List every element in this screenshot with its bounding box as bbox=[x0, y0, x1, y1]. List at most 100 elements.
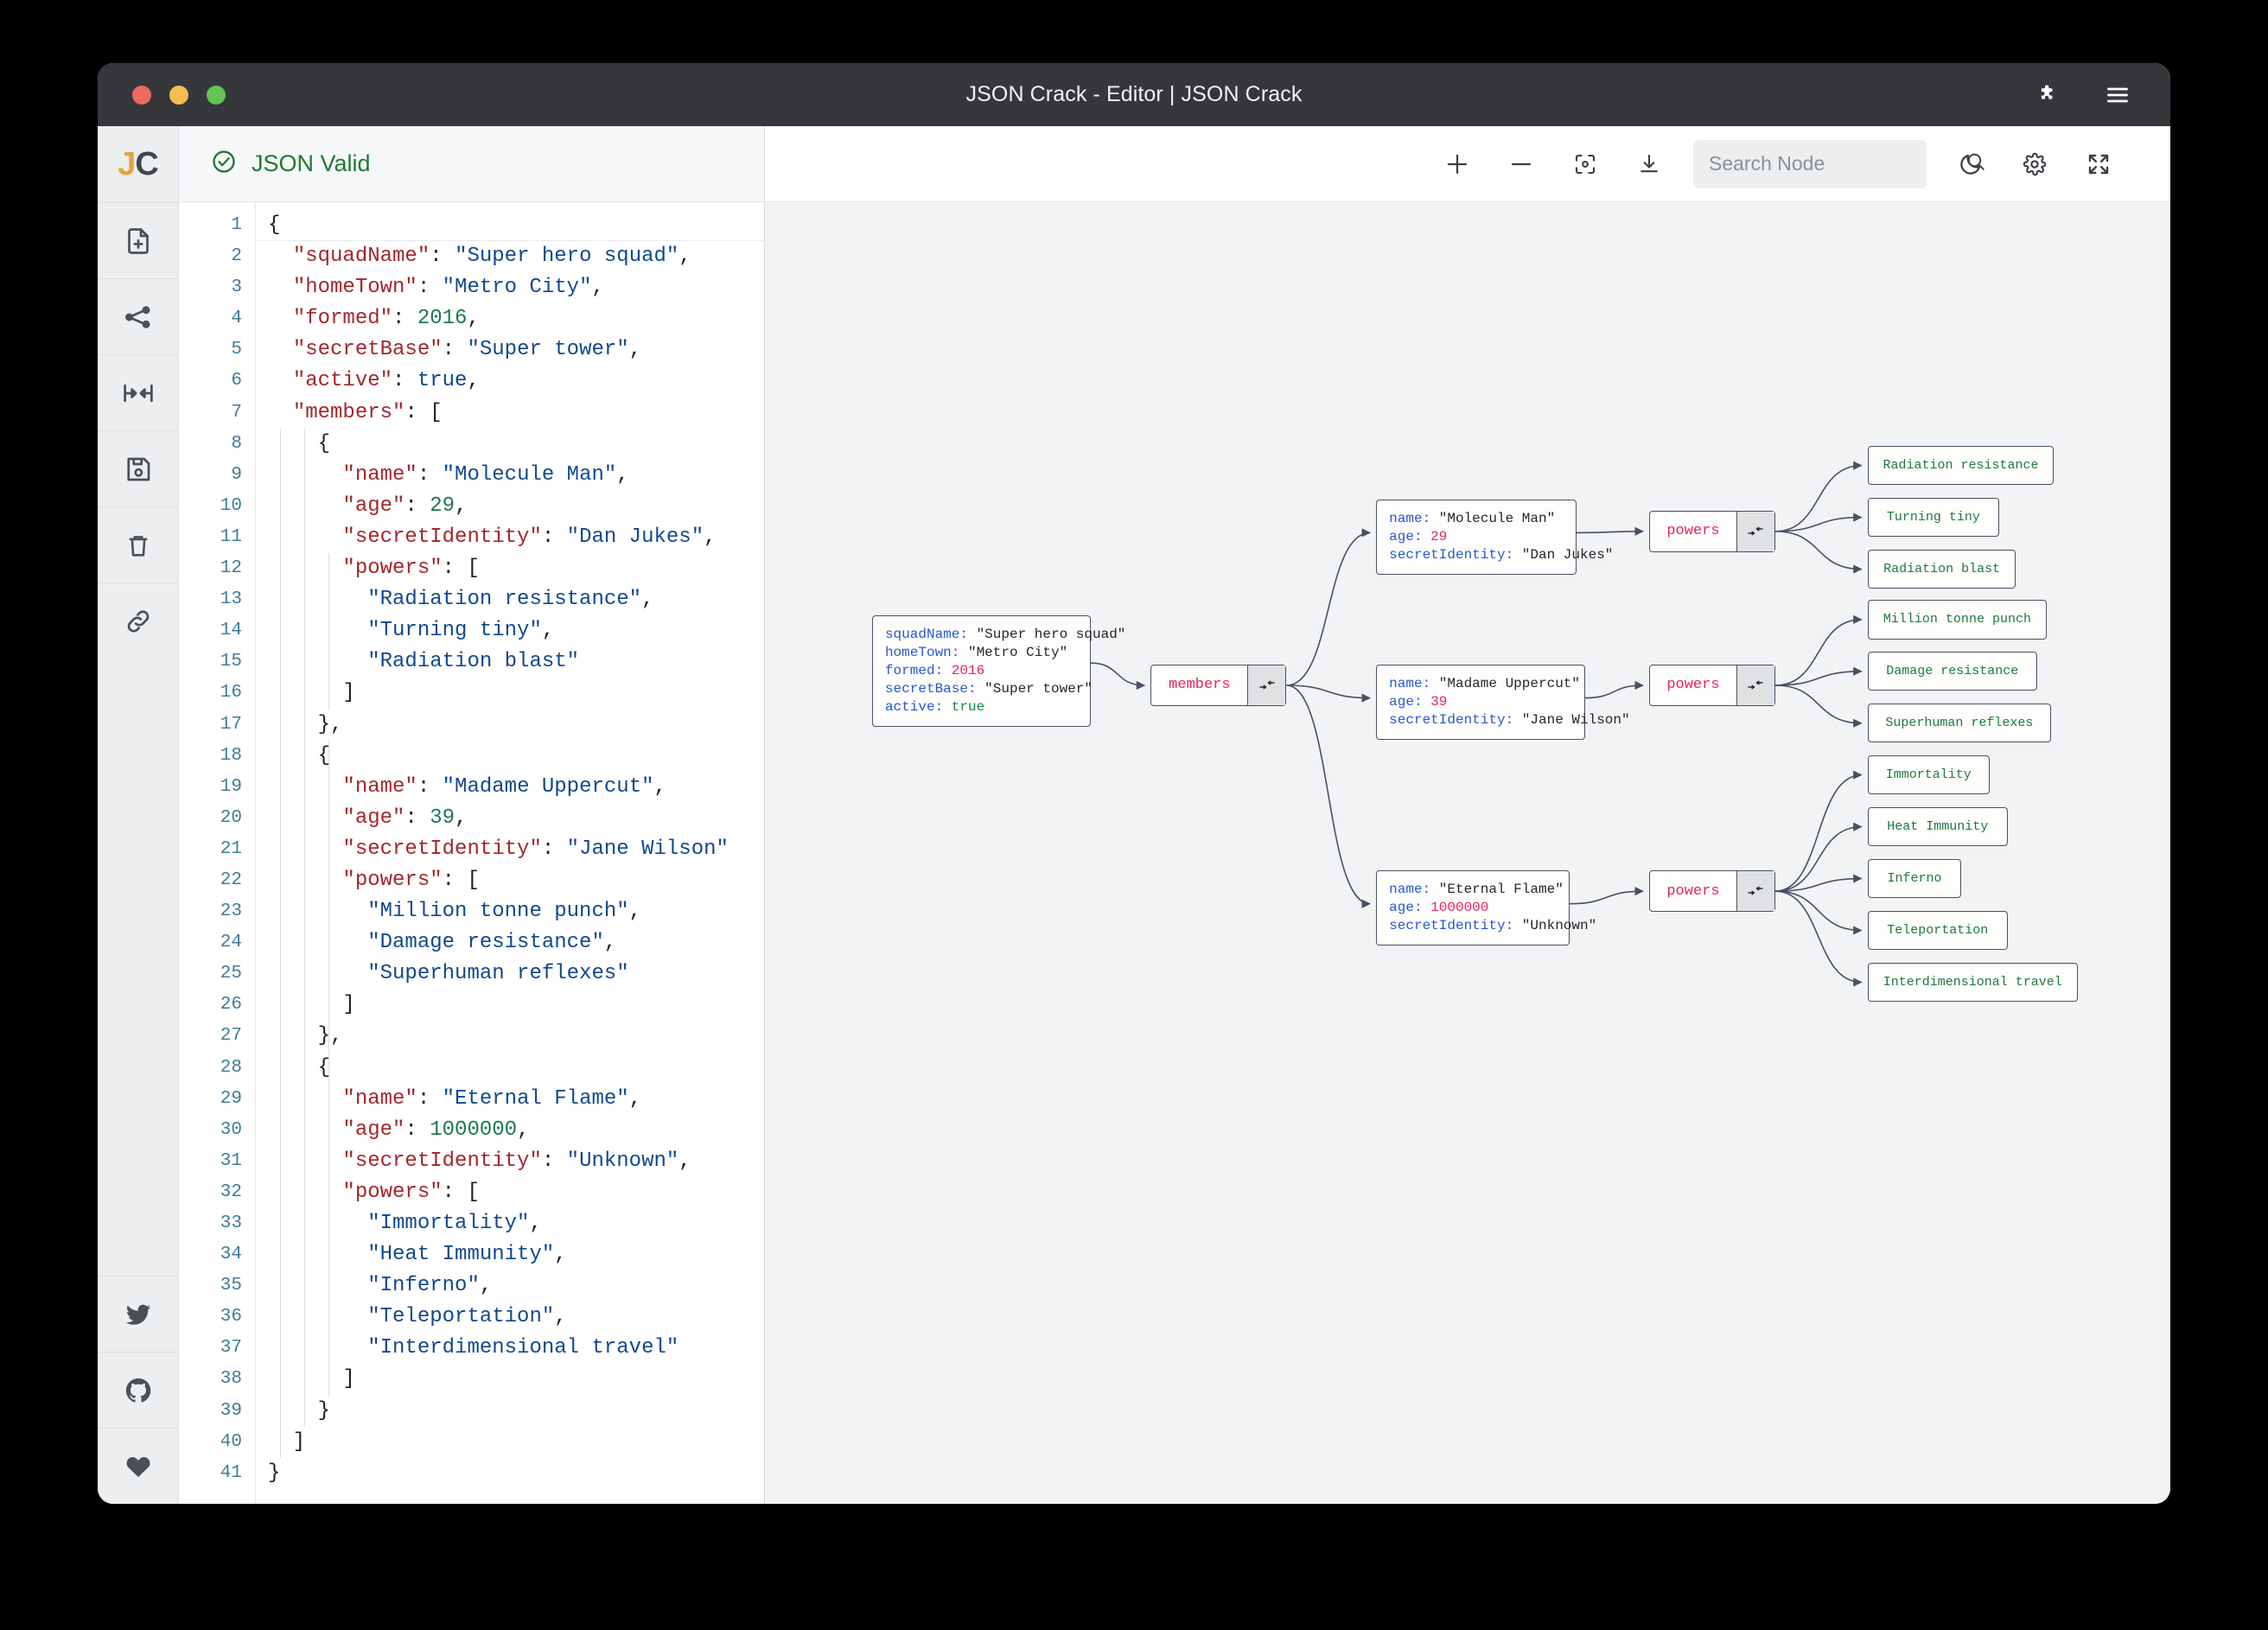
graph-canvas[interactable]: squadName: "Super hero squad"homeTown: "… bbox=[765, 202, 2170, 1504]
graph-node-key: age: bbox=[1389, 528, 1431, 544]
graph-edge bbox=[1774, 614, 1863, 686]
search-node-box[interactable] bbox=[1693, 139, 1984, 188]
graph-edge bbox=[1569, 887, 1644, 905]
graph-node-parent[interactable]: members bbox=[1150, 664, 1287, 707]
graph-node-value: "Unknown" bbox=[1521, 917, 1597, 933]
line-number: 1 bbox=[231, 215, 242, 235]
graph-edge bbox=[1286, 684, 1371, 703]
graph-node-leaf[interactable]: Heat Immunity bbox=[1867, 806, 2008, 847]
download-icon[interactable] bbox=[1617, 132, 1681, 196]
graph-node-leaf[interactable]: Turning tiny bbox=[1867, 497, 2000, 538]
graph-edge bbox=[1584, 680, 1644, 699]
share-graph-icon[interactable] bbox=[98, 278, 178, 354]
code-line: "squadName": "Super hero squad", bbox=[292, 245, 691, 269]
graph-node-leaf[interactable]: Damage resistance bbox=[1867, 652, 2037, 691]
graph-node-key: age: bbox=[1389, 693, 1431, 710]
line-number: 37 bbox=[220, 1338, 242, 1359]
code-line: "age": 29, bbox=[342, 493, 468, 518]
fullscreen-icon[interactable] bbox=[2067, 132, 2131, 196]
github-icon[interactable] bbox=[98, 1352, 178, 1428]
code-line: "secretBase": "Super tower", bbox=[292, 338, 642, 362]
code-line: "Million tonne punch", bbox=[367, 900, 642, 924]
graph-node-key: secretBase: bbox=[884, 681, 985, 697]
graph-node-leaf[interactable]: Inferno bbox=[1867, 858, 1962, 899]
search-input[interactable] bbox=[1709, 152, 1965, 175]
graph-node-value: "Super hero squad" bbox=[976, 627, 1126, 642]
code-line: "Teleportation", bbox=[367, 1305, 567, 1329]
line-number: 7 bbox=[231, 402, 242, 423]
code-line: }, bbox=[268, 712, 343, 736]
line-number: 40 bbox=[220, 1431, 242, 1452]
graph-node-parent[interactable]: powers bbox=[1649, 664, 1775, 707]
new-file-icon[interactable] bbox=[98, 202, 178, 278]
graph-node-parent[interactable]: powers bbox=[1649, 510, 1775, 553]
delete-icon[interactable] bbox=[98, 506, 178, 583]
graph-node-row: secretIdentity: "Jane Wilson" bbox=[1389, 711, 1629, 729]
indent-guide bbox=[328, 553, 329, 710]
maximize-button[interactable] bbox=[207, 85, 226, 105]
graph-node-row: secretIdentity: "Unknown" bbox=[1389, 917, 1596, 935]
graph-node-object[interactable]: squadName: "Super hero squad"homeTown: "… bbox=[871, 615, 1125, 727]
collapse-node-icon[interactable] bbox=[1247, 665, 1286, 706]
graph-edge bbox=[1286, 684, 1371, 908]
code-line: "secretIdentity": "Jane Wilson" bbox=[342, 837, 729, 861]
graph-node-leaf[interactable]: Interdimensional travel bbox=[1867, 962, 2078, 1003]
graph-node-leaf[interactable]: Teleportation bbox=[1867, 910, 2008, 951]
graph-node-key: name: bbox=[1389, 881, 1439, 897]
graph-node-row: name: "Eternal Flame" bbox=[1389, 881, 1564, 899]
heart-icon[interactable] bbox=[98, 1428, 178, 1504]
graph-node-value: "Molecule Man" bbox=[1438, 510, 1556, 526]
graph-node-value: 2016 bbox=[951, 663, 985, 678]
graph-node-row: name: "Molecule Man" bbox=[1389, 510, 1564, 528]
line-number: 35 bbox=[220, 1276, 242, 1296]
graph-node-leaf[interactable]: Million tonne punch bbox=[1867, 600, 2048, 640]
link-icon[interactable] bbox=[98, 583, 178, 659]
code-line: "name": "Molecule Man", bbox=[342, 462, 629, 487]
indent-guide bbox=[304, 428, 305, 1427]
json-status-label: JSON Valid bbox=[252, 150, 371, 176]
puzzle-icon[interactable] bbox=[2035, 82, 2061, 108]
twitter-icon[interactable] bbox=[98, 1276, 178, 1352]
line-number: 5 bbox=[231, 340, 242, 360]
line-number: 9 bbox=[231, 464, 242, 485]
graph-node-leaf[interactable]: Immortality bbox=[1867, 755, 1990, 795]
collapse-node-icon[interactable] bbox=[1736, 870, 1774, 912]
center-view-icon[interactable] bbox=[1553, 132, 1617, 196]
graph-edge bbox=[1774, 770, 1863, 892]
hamburger-menu-icon[interactable] bbox=[2105, 82, 2131, 108]
graph-node-parent[interactable]: powers bbox=[1649, 869, 1775, 913]
collapse-node-icon[interactable] bbox=[1736, 511, 1774, 552]
code-line: "powers": [ bbox=[342, 557, 480, 581]
minimize-button[interactable] bbox=[169, 85, 188, 105]
graph-node-label: powers bbox=[1666, 677, 1720, 694]
graph-node-leaf[interactable]: Superhuman reflexes bbox=[1867, 704, 2051, 743]
code-line: ] bbox=[268, 993, 355, 1017]
graph-node-row: age: 39 bbox=[1389, 693, 1571, 711]
graph-node-leaf[interactable]: Radiation blast bbox=[1867, 549, 2016, 589]
line-number: 12 bbox=[220, 558, 242, 579]
graph-node-value: "Madame Uppercut" bbox=[1438, 675, 1580, 691]
zoom-in-icon[interactable] bbox=[1425, 132, 1489, 196]
moon-icon[interactable] bbox=[1939, 132, 2003, 196]
line-number: 31 bbox=[220, 1150, 242, 1171]
graph-node-key: name: bbox=[1389, 510, 1439, 526]
gear-icon[interactable] bbox=[2003, 132, 2067, 196]
code-line: "name": "Madame Uppercut", bbox=[342, 774, 666, 799]
save-icon[interactable] bbox=[98, 430, 178, 506]
graph-node-key: squadName: bbox=[884, 627, 977, 642]
line-number: 13 bbox=[220, 589, 242, 610]
code-line: ] bbox=[268, 1429, 306, 1454]
indent-guide bbox=[280, 428, 281, 1458]
zoom-out-icon[interactable] bbox=[1489, 132, 1553, 196]
close-button[interactable] bbox=[132, 85, 151, 105]
check-circle-icon bbox=[211, 149, 237, 179]
code-content[interactable]: { "squadName": "Super hero squad", "home… bbox=[255, 202, 764, 1504]
graph-node-leaf[interactable]: Radiation resistance bbox=[1867, 445, 2055, 486]
collapse-expand-icon[interactable] bbox=[98, 354, 178, 430]
collapse-node-icon[interactable] bbox=[1736, 665, 1774, 706]
